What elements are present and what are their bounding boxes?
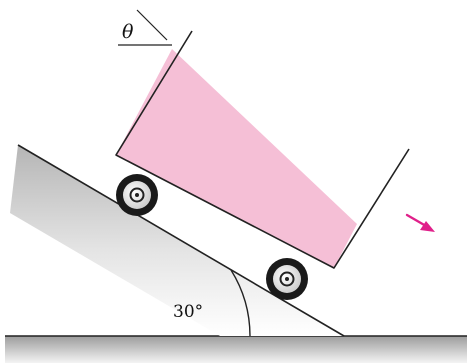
wheel-icon: [116, 174, 158, 216]
incline-ramp: [10, 144, 345, 337]
ramp-shading: [10, 145, 344, 336]
ramp-surface-line: [17, 144, 345, 337]
ground-shading: [5, 336, 467, 363]
tank: [115, 30, 410, 269]
wheel-axle: [135, 193, 139, 197]
arrow-down-right-icon: [405, 213, 435, 232]
liquid: [116, 49, 357, 268]
ground: [5, 335, 467, 363]
theta-surface-reference: [136, 9, 168, 41]
wheel-axle: [285, 277, 289, 281]
arrow-head: [420, 221, 435, 232]
wheel-axle-ring: [129, 187, 145, 203]
theta-marker: θ: [118, 9, 172, 46]
incline-angle-marker: 30°: [173, 269, 251, 337]
angle-arc: [230, 269, 251, 337]
tank-outline: [115, 30, 410, 269]
wheel-axle-ring: [279, 271, 295, 287]
wheel-icon: [266, 258, 308, 300]
incline-angle-label: 30°: [173, 302, 203, 322]
arrow-shaft: [405, 213, 428, 228]
theta-label: θ: [122, 21, 134, 43]
